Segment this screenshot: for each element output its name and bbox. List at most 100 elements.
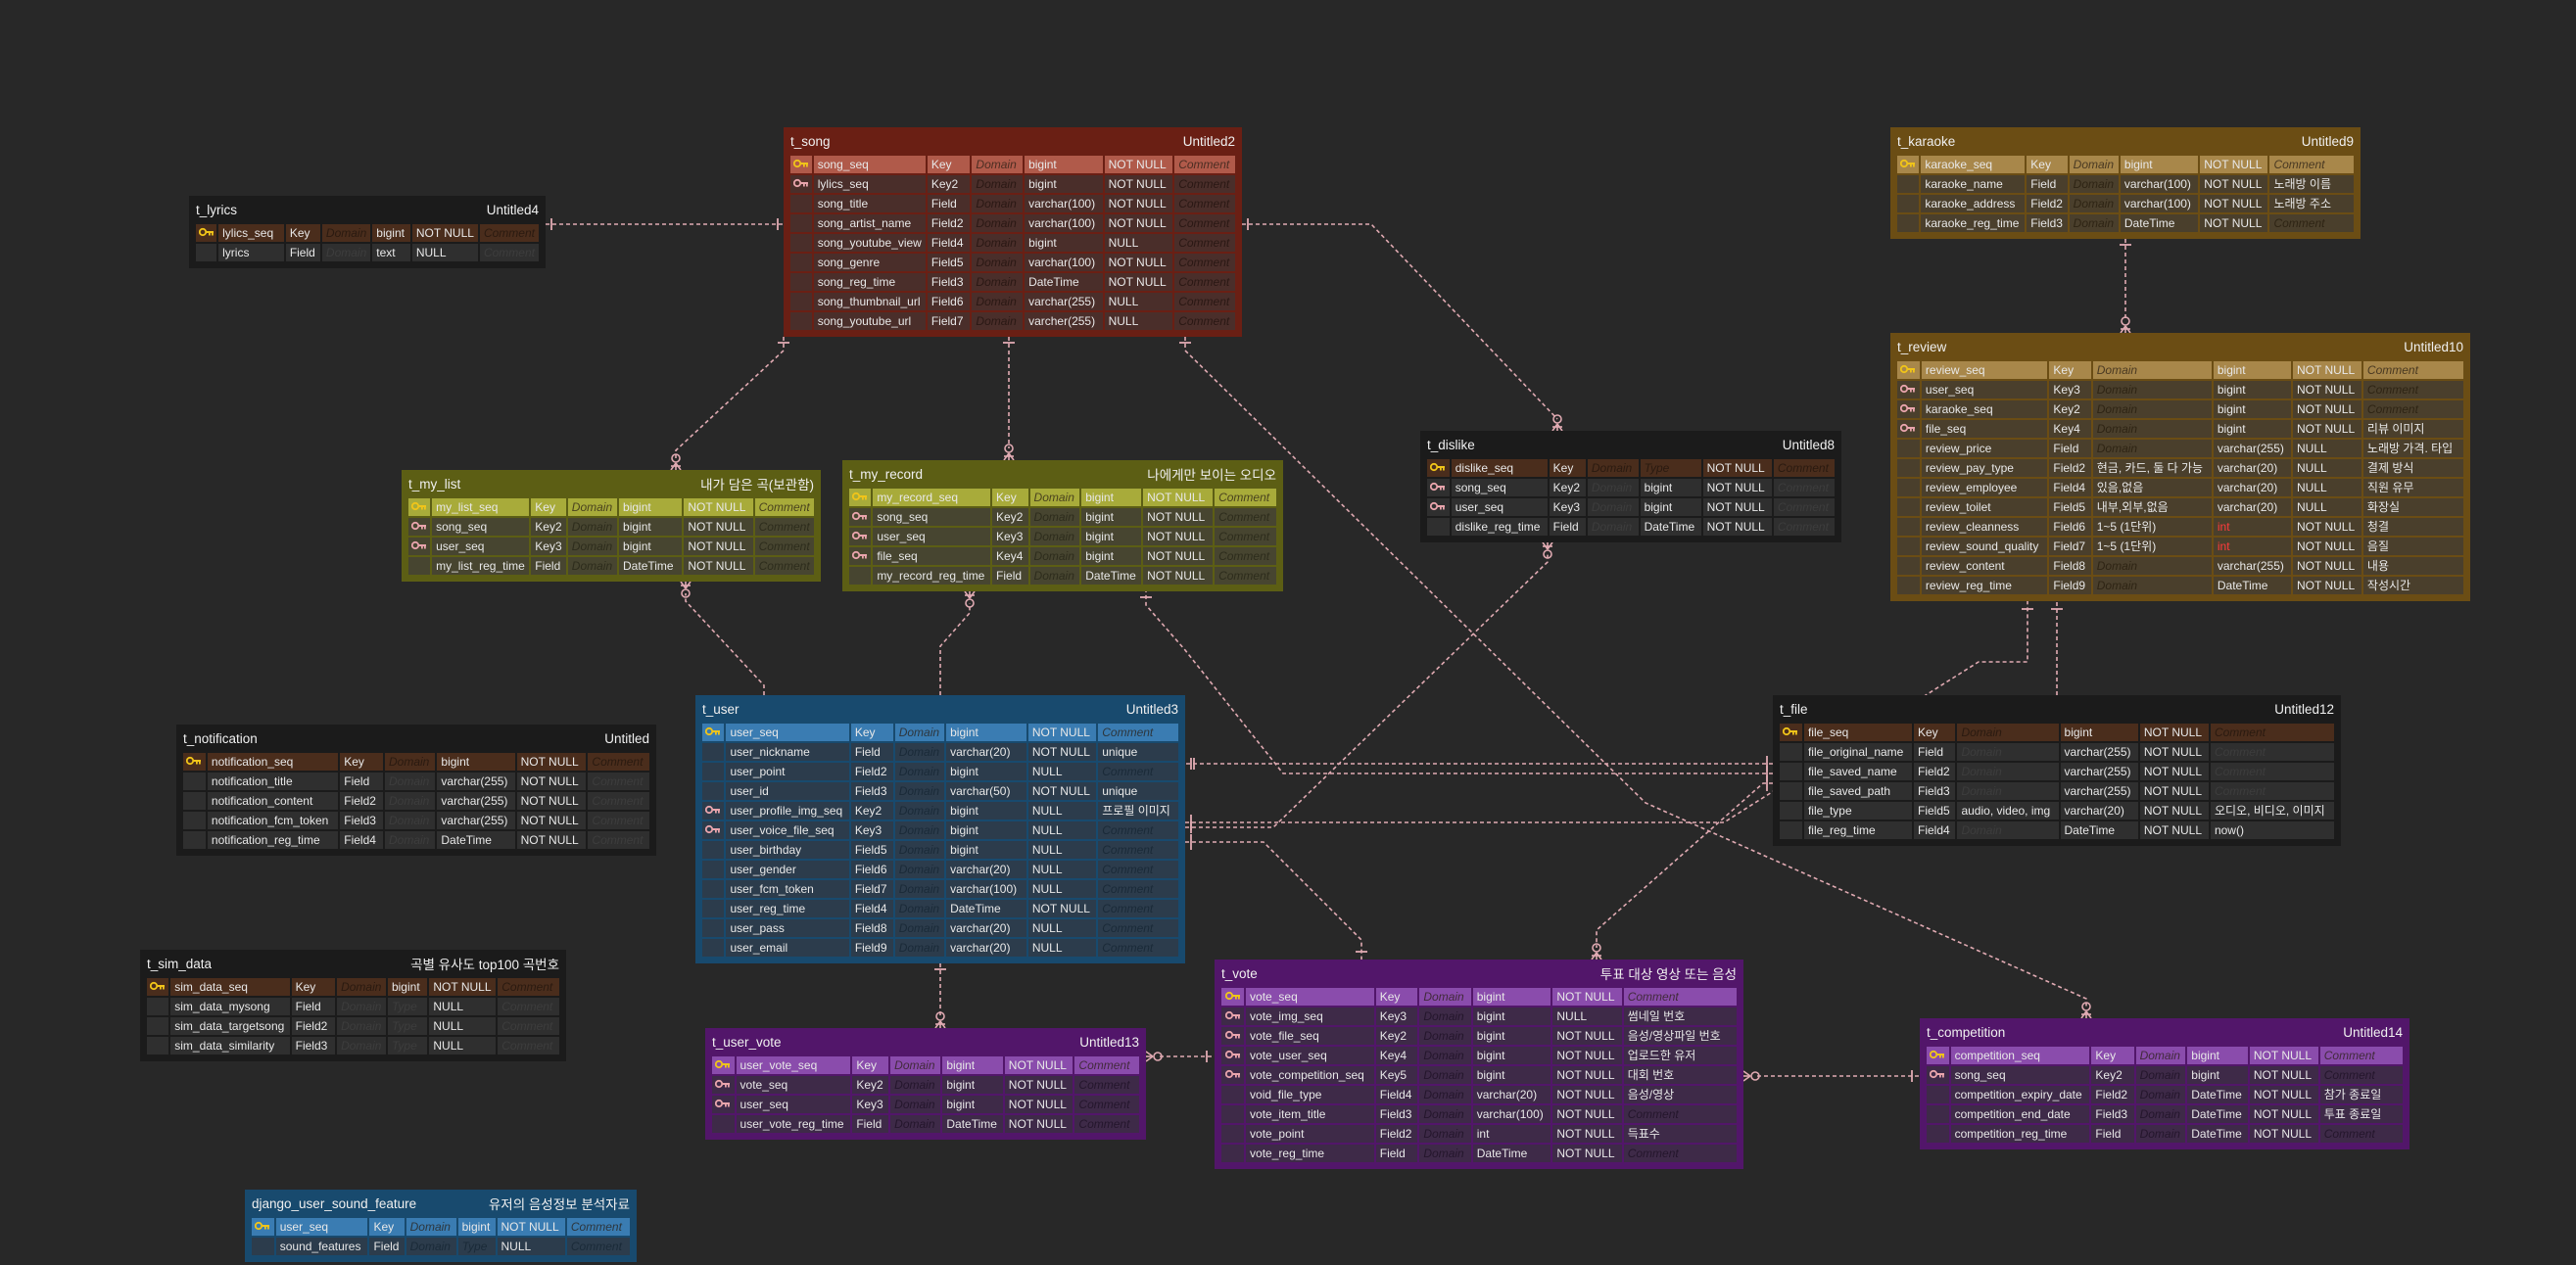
column-domain[interactable]: Domain: [1029, 528, 1080, 545]
column-type[interactable]: bigint: [946, 821, 1026, 839]
column-type[interactable]: bigint: [1472, 1066, 1551, 1084]
column-key[interactable]: Field3: [1913, 782, 1956, 800]
column-type[interactable]: bigint: [946, 841, 1026, 859]
column-null[interactable]: NOT NULL: [497, 1218, 565, 1236]
column-domain[interactable]: Domain: [2092, 361, 2212, 379]
column-name[interactable]: user_pass: [726, 919, 849, 937]
column-null[interactable]: NOT NULL: [1552, 1145, 1622, 1162]
column-name[interactable]: user_seq: [275, 1218, 368, 1236]
column-type[interactable]: varchar(100): [2120, 195, 2199, 212]
column-type[interactable]: DateTime: [942, 1115, 1003, 1133]
column-null[interactable]: NOT NULL: [516, 831, 587, 849]
column-type[interactable]: DateTime: [1472, 1145, 1551, 1162]
column-key[interactable]: Field: [1549, 518, 1586, 536]
column-name[interactable]: competition_end_date: [1950, 1105, 2090, 1123]
column-null[interactable]: NOT NULL: [1104, 273, 1173, 291]
column-name[interactable]: notification_content: [207, 792, 339, 810]
column-type[interactable]: varchar(100): [2120, 175, 2199, 193]
column-name[interactable]: my_list_seq: [432, 498, 530, 516]
column-type[interactable]: bigint: [372, 224, 410, 242]
column-domain[interactable]: Domain: [972, 195, 1024, 212]
column-domain[interactable]: audio, video, img: [1957, 802, 2059, 820]
column-comment[interactable]: unique: [1098, 782, 1178, 800]
column-domain[interactable]: Domain: [1419, 1027, 1471, 1045]
column-domain[interactable]: Domain: [2135, 1086, 2186, 1103]
column-null[interactable]: NULL: [2293, 498, 2361, 516]
column-null[interactable]: NULL: [1027, 939, 1097, 957]
column-comment[interactable]: Comment: [498, 998, 559, 1015]
column-domain[interactable]: Domain: [384, 773, 436, 790]
column-null[interactable]: NOT NULL: [2293, 420, 2361, 438]
column-comment[interactable]: 대회 번호: [1623, 1066, 1737, 1084]
column-key[interactable]: Field: [2049, 440, 2091, 457]
column-null[interactable]: NOT NULL: [1027, 743, 1097, 761]
column-null[interactable]: NOT NULL: [2139, 724, 2209, 741]
column-type[interactable]: DateTime: [2187, 1086, 2248, 1103]
column-null[interactable]: NOT NULL: [1004, 1115, 1073, 1133]
column-type[interactable]: DateTime: [1025, 273, 1103, 291]
column-name[interactable]: song_title: [813, 195, 926, 212]
column-type[interactable]: DateTime: [946, 900, 1026, 917]
column-comment[interactable]: Comment: [1074, 1056, 1139, 1074]
column-name[interactable]: review_toilet: [1921, 498, 2048, 516]
column-comment[interactable]: Comment: [1174, 273, 1235, 291]
column-comment[interactable]: 썸네일 번호: [1623, 1007, 1737, 1025]
column-null[interactable]: NOT NULL: [516, 753, 587, 771]
column-type[interactable]: int: [2213, 518, 2292, 536]
column-domain[interactable]: Domain: [405, 1218, 456, 1236]
column-comment[interactable]: Comment: [1174, 234, 1235, 252]
column-comment[interactable]: Comment: [1098, 880, 1178, 898]
column-null[interactable]: NOT NULL: [1027, 900, 1097, 917]
column-name[interactable]: lyrics: [218, 244, 284, 261]
column-type[interactable]: varchar(100): [1025, 195, 1103, 212]
column-comment[interactable]: Comment: [588, 753, 649, 771]
column-comment[interactable]: Comment: [1174, 156, 1235, 173]
column-domain[interactable]: Domain: [1957, 782, 2059, 800]
column-comment[interactable]: Comment: [754, 498, 814, 516]
column-key[interactable]: Key: [340, 753, 383, 771]
column-key[interactable]: Key: [369, 1218, 405, 1236]
column-key[interactable]: Field2: [1375, 1125, 1418, 1143]
column-null[interactable]: NOT NULL: [1104, 254, 1173, 271]
column-null[interactable]: NOT NULL: [516, 792, 587, 810]
column-null[interactable]: NOT NULL: [1552, 1047, 1622, 1064]
column-comment[interactable]: Comment: [1174, 175, 1235, 193]
column-comment[interactable]: Comment: [1773, 459, 1835, 477]
column-type[interactable]: bigint: [946, 802, 1026, 820]
column-key[interactable]: Key: [1913, 724, 1956, 741]
column-domain[interactable]: Domain: [2092, 400, 2212, 418]
column-key[interactable]: Field2: [850, 763, 893, 780]
column-domain[interactable]: Domain: [894, 724, 945, 741]
column-type[interactable]: bigint: [1640, 498, 1701, 516]
column-comment[interactable]: 작성시간: [2362, 577, 2463, 594]
column-name[interactable]: song_seq: [432, 518, 530, 536]
column-type[interactable]: bigint: [1472, 1047, 1551, 1064]
column-name[interactable]: user_seq: [432, 538, 530, 555]
column-type[interactable]: DateTime: [1081, 567, 1142, 585]
column-key[interactable]: Key2: [2049, 400, 2091, 418]
column-comment[interactable]: Comment: [498, 1037, 559, 1054]
column-type[interactable]: bigint: [1025, 156, 1103, 173]
column-null[interactable]: NULL: [1027, 841, 1097, 859]
column-key[interactable]: Field3: [850, 782, 893, 800]
column-type[interactable]: DateTime: [619, 557, 683, 575]
column-key[interactable]: Field: [340, 773, 383, 790]
column-key[interactable]: Field7: [2049, 538, 2091, 555]
column-key[interactable]: Key: [992, 489, 1028, 506]
